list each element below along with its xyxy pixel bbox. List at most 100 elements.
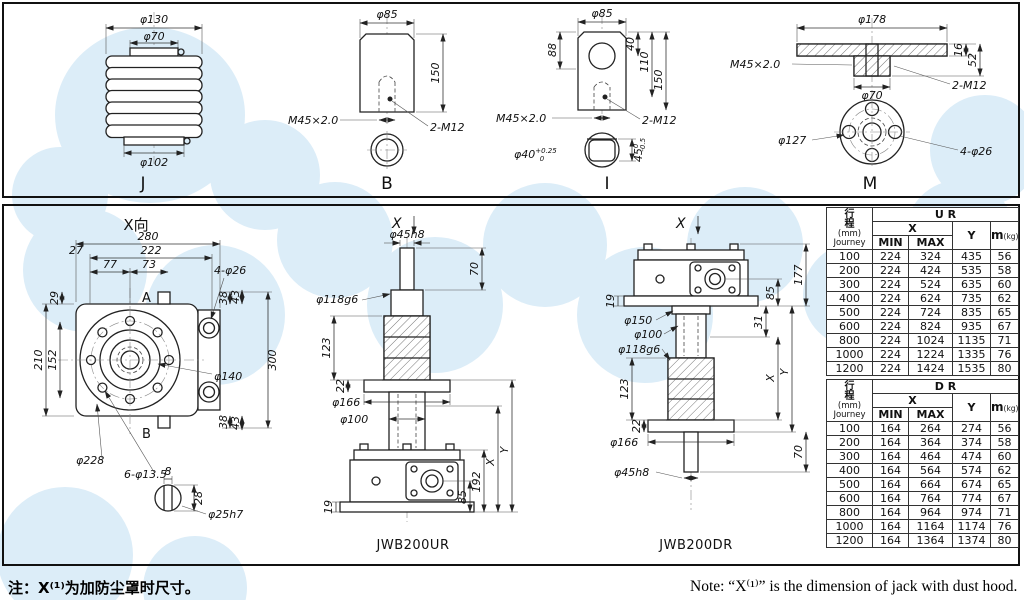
- min-header: MIN: [872, 235, 909, 250]
- view-j-label: J: [140, 174, 146, 194]
- dim-177: 177: [792, 265, 805, 286]
- view-i-drawing: φ85 88 40 110 150 M45×2.0 2-M12 φ40+0.25…: [496, 7, 676, 168]
- y-header: Y: [952, 393, 991, 422]
- table-cell: 824: [908, 319, 953, 334]
- table-cell: 600: [826, 319, 873, 334]
- table-cell: 56: [989, 249, 1020, 264]
- table-cell: 424: [908, 263, 953, 278]
- x-direction-mark: X: [391, 216, 402, 232]
- table-cell: 364: [908, 435, 953, 450]
- dim-77: 77: [103, 258, 117, 271]
- dim-152: 152: [46, 350, 59, 371]
- dim-43-top: 43: [229, 290, 242, 304]
- dim-y: Y: [778, 367, 791, 375]
- dim-150: 150: [652, 70, 665, 91]
- svg-text:450-0.5: 450-0.5: [632, 137, 647, 162]
- min-header: MIN: [872, 407, 909, 422]
- table-cell: 1335: [952, 347, 991, 362]
- dim-d70: φ70: [861, 89, 882, 102]
- table-cell: 100: [826, 421, 873, 436]
- dim-bolt-holes: 4-φ26: [960, 145, 992, 158]
- table-cell: 1424: [908, 361, 953, 376]
- table-cell: 60: [990, 449, 1019, 464]
- dim-210: 210: [32, 350, 45, 371]
- table-cell: 224: [872, 263, 909, 278]
- dim-d25h7: φ25h7: [208, 508, 243, 521]
- dim-d45h8: φ45h8: [389, 228, 424, 241]
- table-cell: 500: [826, 477, 873, 492]
- table-cell: 274: [952, 421, 991, 436]
- table-cell: 300: [826, 277, 873, 292]
- table-cell: 100: [826, 249, 873, 264]
- dim-27: 27: [69, 244, 83, 257]
- table-cell: 71: [990, 505, 1019, 520]
- table-cell: 574: [952, 463, 991, 478]
- dim-d118g6: φ118g6: [618, 343, 660, 356]
- table-cell: 76: [990, 519, 1019, 534]
- table-cell: 80: [989, 361, 1020, 376]
- dim-d228: φ228: [76, 454, 104, 467]
- table-cell: 735: [952, 291, 991, 306]
- dim-y: Y: [498, 445, 511, 453]
- table-cell: 200: [826, 263, 873, 278]
- table-cell: 324: [908, 249, 953, 264]
- table-cell: 164: [872, 449, 909, 464]
- table-cell: 664: [908, 477, 953, 492]
- dim-bolt-holes: 4-φ26: [214, 264, 246, 277]
- table-cell: 224: [872, 347, 909, 362]
- table-cell: 164: [872, 463, 909, 478]
- table-cell: 65: [989, 305, 1020, 320]
- dim-d102: φ102: [140, 156, 168, 169]
- table-cell: 724: [908, 305, 953, 320]
- table-cell: 964: [908, 505, 953, 520]
- view-m: φ178 16 52 M45×2.0 φ70 2-M12: [722, 4, 1018, 196]
- dim-40: 40: [624, 37, 637, 51]
- dim-22: 22: [630, 419, 643, 433]
- table-cell: 164: [872, 505, 909, 520]
- table-cell: 67: [990, 491, 1019, 506]
- dim-222: 222: [141, 244, 162, 257]
- jwb200ur-drawing: X φ45h8 70 φ118g6: [316, 216, 518, 522]
- table-cell: 300: [826, 449, 873, 464]
- table-cell: 1024: [908, 333, 953, 348]
- table-cell: 800: [826, 505, 873, 520]
- table-cell: 76: [989, 347, 1020, 362]
- table-cell: 935: [952, 319, 991, 334]
- table-cell: 435: [952, 249, 991, 264]
- mass-header: m(kg): [990, 393, 1019, 422]
- dim-d100: φ100: [340, 413, 368, 426]
- bellows: [105, 55, 203, 139]
- table-cell: 1364: [908, 533, 953, 548]
- table-cell: 224: [872, 333, 909, 348]
- dim-19: 19: [604, 294, 617, 308]
- view-j-drawing: φ130 φ70 φ102: [105, 12, 203, 169]
- dim-123: 123: [618, 379, 631, 400]
- table-cell: 1200: [826, 533, 873, 548]
- table-cell: 264: [908, 421, 953, 436]
- table-title: D R: [872, 379, 1019, 394]
- table-cell: 764: [908, 491, 953, 506]
- table-cell: 835: [952, 305, 991, 320]
- table-cell: 164: [872, 477, 909, 492]
- dim-85: 85: [764, 286, 777, 300]
- footnote-english: Note: “X⁽¹⁾” is the dimension of jack wi…: [690, 578, 1018, 595]
- dim-d85: φ85: [591, 7, 612, 20]
- dim-45: 450-0.5: [632, 137, 647, 162]
- dim-tap: 2-M12: [430, 121, 464, 134]
- x-direction-view: X向 A B 280 222 27: [32, 216, 279, 521]
- table-cell: 1535: [952, 361, 991, 376]
- view-b: φ85 150 M45×2.0 2-M12 B: [282, 4, 492, 196]
- dim-29: 29: [48, 291, 61, 305]
- table-cell: 67: [989, 319, 1020, 334]
- table-cell: 224: [872, 361, 909, 376]
- table-cell: 1224: [908, 347, 953, 362]
